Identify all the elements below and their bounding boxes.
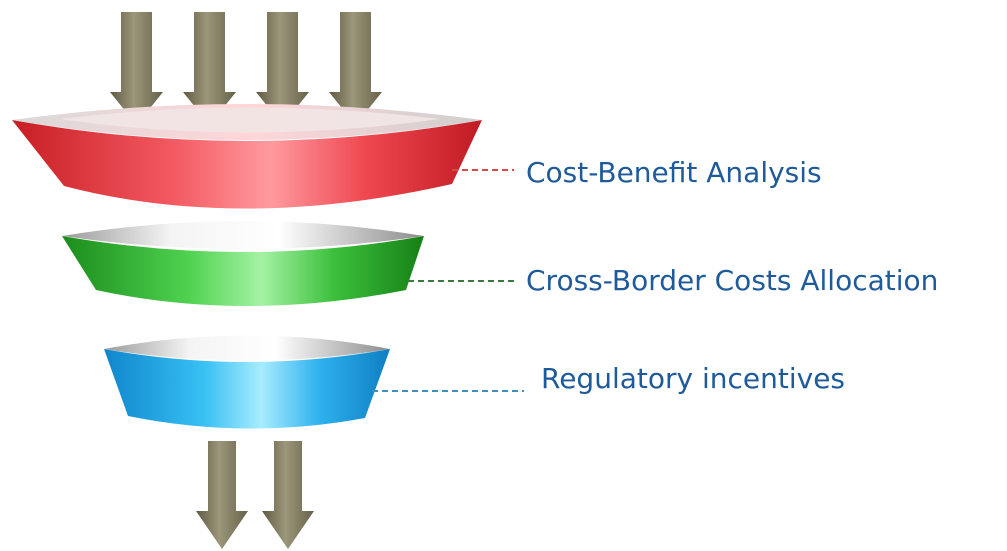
arrow-down-icon	[262, 441, 314, 549]
output-arrows	[196, 441, 314, 549]
arrow-down-icon	[196, 441, 248, 549]
input-arrows	[110, 12, 382, 125]
funnel-rim-inner	[60, 107, 440, 133]
arrow-down-icon	[329, 12, 382, 125]
funnel-body	[104, 349, 390, 429]
funnel-stage-blue	[104, 335, 390, 429]
arrow-down-icon	[110, 12, 163, 125]
funnel-body	[62, 236, 424, 306]
stage-label-cross-border-costs-allocation: Cross-Border Costs Allocation	[526, 264, 939, 297]
funnel-body	[12, 120, 482, 209]
funnel-rim	[62, 221, 424, 249]
arrow-down-icon	[183, 12, 236, 125]
funnel-stage-green	[62, 221, 424, 306]
stage-label-cost-benefit-analysis: Cost-Benefit Analysis	[526, 156, 822, 189]
funnel-rim	[104, 335, 390, 361]
funnel-stage-red	[12, 104, 482, 209]
arrow-down-icon	[256, 12, 309, 125]
stage-label-regulatory-incentives: Regulatory incentives	[541, 362, 846, 395]
